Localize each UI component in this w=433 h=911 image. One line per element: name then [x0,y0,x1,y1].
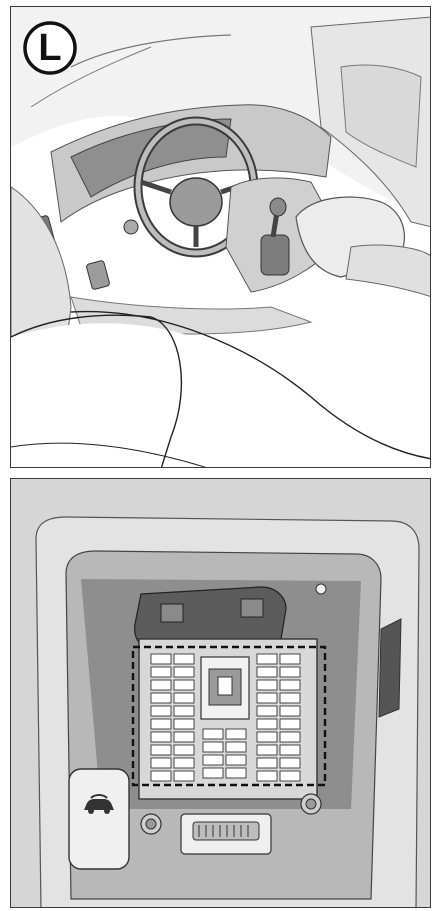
fuse-box-drawing [11,479,431,908]
side-badge-letter: L [21,19,79,77]
hood-release-car-icon [81,794,117,816]
fuse-box-illustration-panel [10,478,431,908]
interior-illustration-panel: L [10,6,431,468]
